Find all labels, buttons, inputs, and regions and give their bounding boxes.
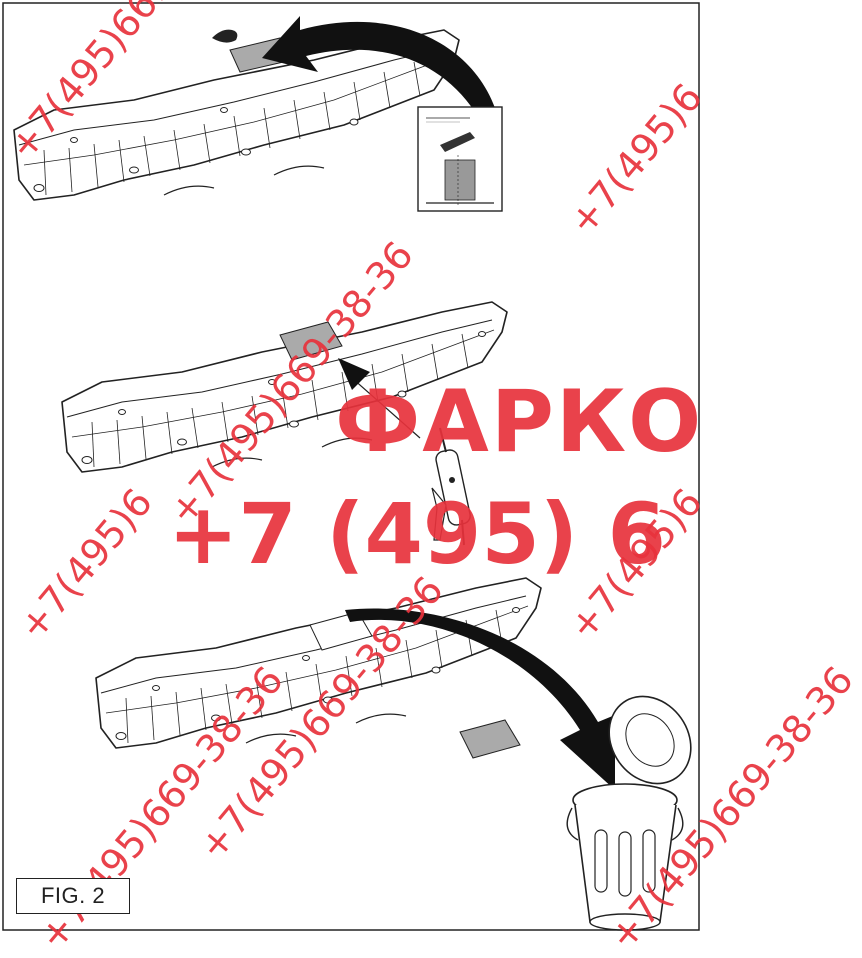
- figure-label: FIG. 2: [16, 878, 130, 914]
- tab-icon: [212, 29, 238, 43]
- step-3-group: [95, 577, 692, 931]
- bumper-beam-icon: [95, 577, 542, 749]
- instruction-sheet-icon: [417, 106, 503, 212]
- step-1-group: [13, 16, 503, 212]
- bumper-beam-icon: [61, 301, 508, 473]
- cutout-outline: [309, 611, 373, 651]
- page-frame: [2, 2, 700, 931]
- step-2-group: [61, 301, 508, 546]
- air-saw-icon: [431, 427, 471, 546]
- curved-arrow-icon: [262, 16, 495, 112]
- diagram-canvas: [2, 2, 700, 931]
- straight-arrow-icon: [338, 358, 421, 439]
- template-patch: [279, 321, 343, 361]
- trash-can-icon: [566, 695, 692, 931]
- cutout-piece-icon: [459, 719, 521, 759]
- curved-arrow-icon: [345, 608, 615, 790]
